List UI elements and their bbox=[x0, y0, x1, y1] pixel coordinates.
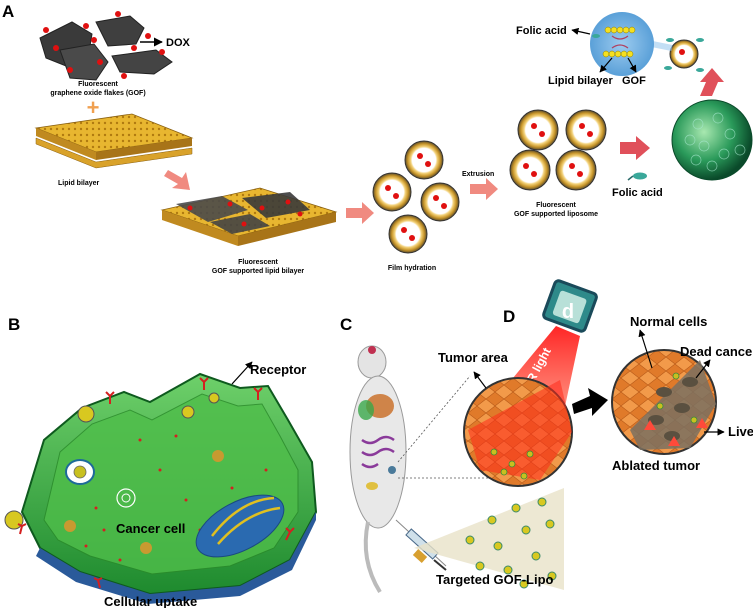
panel-d-label: D bbox=[503, 307, 515, 326]
targeted-particles bbox=[465, 497, 557, 589]
film-hydration-vesicles bbox=[372, 140, 460, 254]
targeted-gof-lipo-label: Targeted GOF-Lipo bbox=[436, 572, 554, 587]
graphene-oxide-flakes bbox=[39, 15, 173, 81]
inset-bilayer-dots bbox=[592, 26, 636, 58]
inset-gof-label: GOF bbox=[622, 75, 646, 87]
panel-c-label: C bbox=[340, 315, 352, 334]
liposome-label-line1: Fluorescent bbox=[536, 202, 576, 209]
tumor-particles bbox=[490, 448, 534, 480]
arrow-to-targeted bbox=[620, 136, 650, 160]
normal-cells-label: Normal cells bbox=[630, 314, 707, 329]
particle-zoom-cone bbox=[414, 488, 564, 590]
plus-sign: + bbox=[87, 95, 100, 120]
dox-molecules bbox=[43, 11, 165, 79]
panel-b: B Receptor bbox=[4, 315, 318, 608]
gof-label-line2: graphene oxide flakes (GOF) bbox=[50, 90, 145, 97]
arrow-up-to-single bbox=[700, 68, 724, 96]
targeted-liposome-aggregate bbox=[671, 99, 753, 181]
internalized-particle bbox=[73, 465, 87, 479]
panel-b-label: B bbox=[8, 315, 20, 334]
endosome-3 bbox=[212, 450, 224, 462]
organelle-strands bbox=[211, 496, 281, 545]
ablated-particles bbox=[656, 372, 698, 424]
arrow-to-hydration bbox=[346, 202, 374, 224]
tumor-area-arrow bbox=[473, 371, 487, 389]
dead-cells bbox=[648, 377, 698, 441]
arrow-to-sbl bbox=[164, 170, 190, 190]
ablation-arrow bbox=[572, 388, 608, 416]
extrusion-label: Extrusion bbox=[462, 171, 494, 178]
cell-base-rim bbox=[36, 512, 316, 604]
endosome-1 bbox=[64, 520, 76, 532]
vesicle-core bbox=[121, 493, 131, 503]
receptor-arrow bbox=[231, 361, 253, 385]
gof-supported-bilayer bbox=[160, 187, 338, 246]
inset-gof-arrow bbox=[627, 57, 637, 73]
folic-acid-top-arrow bbox=[571, 27, 591, 35]
nucleus bbox=[195, 494, 285, 558]
folic-acid-top-label: Folic acid bbox=[516, 25, 567, 37]
dead-cancer-arrow bbox=[695, 359, 711, 379]
arrow-extrusion bbox=[470, 178, 498, 200]
inset-bilayer-arrow bbox=[599, 57, 613, 73]
gof-label-line1: Fluorescent bbox=[78, 81, 118, 88]
cytoplasm-drug-dots bbox=[84, 434, 268, 562]
dead-cancer-label: Dead cancer c bbox=[680, 344, 753, 359]
vesicle-ring bbox=[116, 488, 136, 508]
dox-label: DOX bbox=[166, 37, 191, 49]
folic-acid-icon bbox=[627, 172, 647, 181]
panel-a-label: A bbox=[2, 2, 14, 21]
receptors bbox=[17, 377, 295, 589]
sbl-label-line2: GOF supported lipid bilayer bbox=[212, 268, 304, 275]
laser-letter: d bbox=[562, 301, 574, 323]
ablated-tumor-label: Ablated tumor bbox=[612, 458, 700, 473]
panel-c: C Targeted GOF-Lipo bbox=[340, 315, 564, 594]
panel-a: A DOX Fluorescent graphene oxide flakes … bbox=[2, 2, 753, 275]
cellular-uptake-label: Cellular uptake bbox=[104, 594, 197, 608]
folic-acid-label: Folic acid bbox=[612, 187, 663, 199]
gof-liposomes bbox=[509, 109, 607, 191]
zoom-line-top bbox=[397, 375, 471, 463]
sbl-label-line1: Fluorescent bbox=[238, 259, 278, 266]
lipid-bilayer-sheet bbox=[34, 113, 194, 169]
zoom-connector bbox=[651, 41, 673, 51]
endosome-2 bbox=[140, 542, 152, 554]
normal-cells-arrow bbox=[638, 329, 653, 369]
single-targeted-liposome bbox=[664, 38, 704, 72]
panel-d: D d NIR light Tumor area bbox=[438, 279, 753, 487]
lipid-bilayer-label: Lipid bilayer bbox=[58, 180, 100, 187]
inset-lipid-bilayer-label: Lipid bilayer bbox=[548, 75, 614, 87]
inset-zoom-circle bbox=[590, 12, 654, 76]
live-cancer-label: Live cance bbox=[728, 424, 753, 439]
laser-device bbox=[542, 279, 598, 333]
mouse-figure bbox=[349, 345, 407, 594]
cancer-cell-label: Cancer cell bbox=[116, 521, 185, 536]
film-hydration-label: Film hydration bbox=[388, 265, 436, 272]
aggregate-texture bbox=[684, 112, 746, 172]
receptor-label: Receptor bbox=[250, 362, 306, 377]
live-cancer-cells bbox=[644, 418, 708, 446]
liposome-label-line2: GOF supported liposome bbox=[514, 211, 598, 218]
tumor-area-label: Tumor area bbox=[438, 350, 509, 365]
